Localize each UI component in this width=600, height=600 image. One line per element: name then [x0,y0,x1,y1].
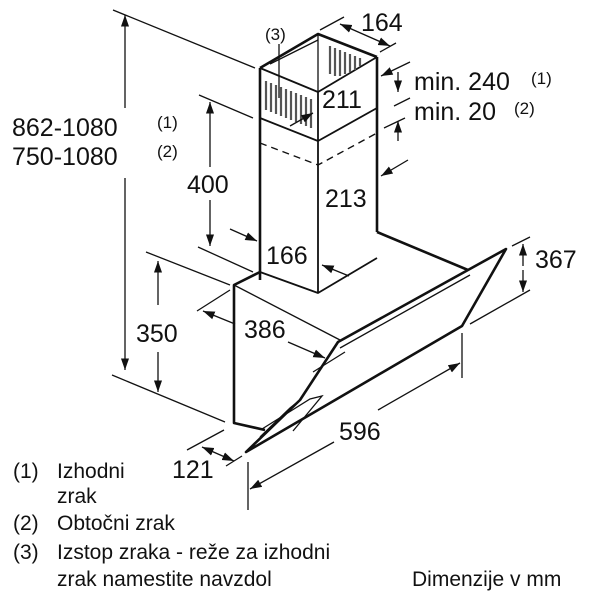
label-121: 121 [172,456,214,484]
label-total-exhaust: 862-1080 [12,114,118,142]
label-min-20: min. 20 [414,98,496,126]
dim-350 [111,251,231,423]
dim-213 [380,159,409,177]
legend-item-2: (2) Obtočni zrak [13,512,175,536]
label-min-240: min. 240 [414,68,510,96]
label-400: 400 [187,171,229,199]
label-total-recirc-note: (2) [157,142,178,161]
dim-596 [247,333,463,510]
dim-400 [197,94,254,273]
legend-item-1-cont: zrak [57,485,97,508]
legend-item-1: (1) Izhodni [13,460,125,484]
label-164: 164 [361,9,403,37]
callout-3: (3) [265,25,286,44]
dim-211 [289,61,411,127]
label-367: 367 [535,246,577,274]
legend-text: Izstop zraka - reže za izhodni [57,541,331,564]
glass-panel [244,247,508,454]
label-166: 166 [266,242,308,270]
dim-164 [319,16,397,53]
legend-text: Izhodni [57,460,125,483]
dim-total-height [112,9,256,370]
legend-num: (3) [13,541,39,564]
air-slots-front [264,81,313,128]
dim-367 [469,236,531,325]
air-slots-back [328,46,362,76]
chimney-lower [259,132,378,294]
label-350: 350 [136,320,178,348]
label-211: 211 [322,86,362,114]
label-total-recirc: 750-1080 [12,143,118,171]
label-min-20-note: (2) [514,99,535,118]
dim-166 [229,228,350,277]
dim-121 [186,429,243,467]
label-total-exhaust-note: (1) [157,113,178,132]
label-min-240-note: (1) [531,69,552,88]
units-label: Dimenzije v mm [412,568,562,591]
hood-body [232,230,469,432]
legend-item-3: (3) Izstop zraka - reže za izhodni [13,541,330,565]
label-386: 386 [244,316,286,344]
label-213: 213 [325,185,367,213]
legend-num: (1) [13,460,39,483]
dim-386 [196,289,346,373]
legend-text: Obtočni zrak [57,512,175,535]
legend-item-3-cont: zrak namestite navzdol [57,568,272,591]
legend-num: (2) [13,512,39,535]
label-596: 596 [339,418,381,446]
dim-min-clearance [383,72,411,141]
